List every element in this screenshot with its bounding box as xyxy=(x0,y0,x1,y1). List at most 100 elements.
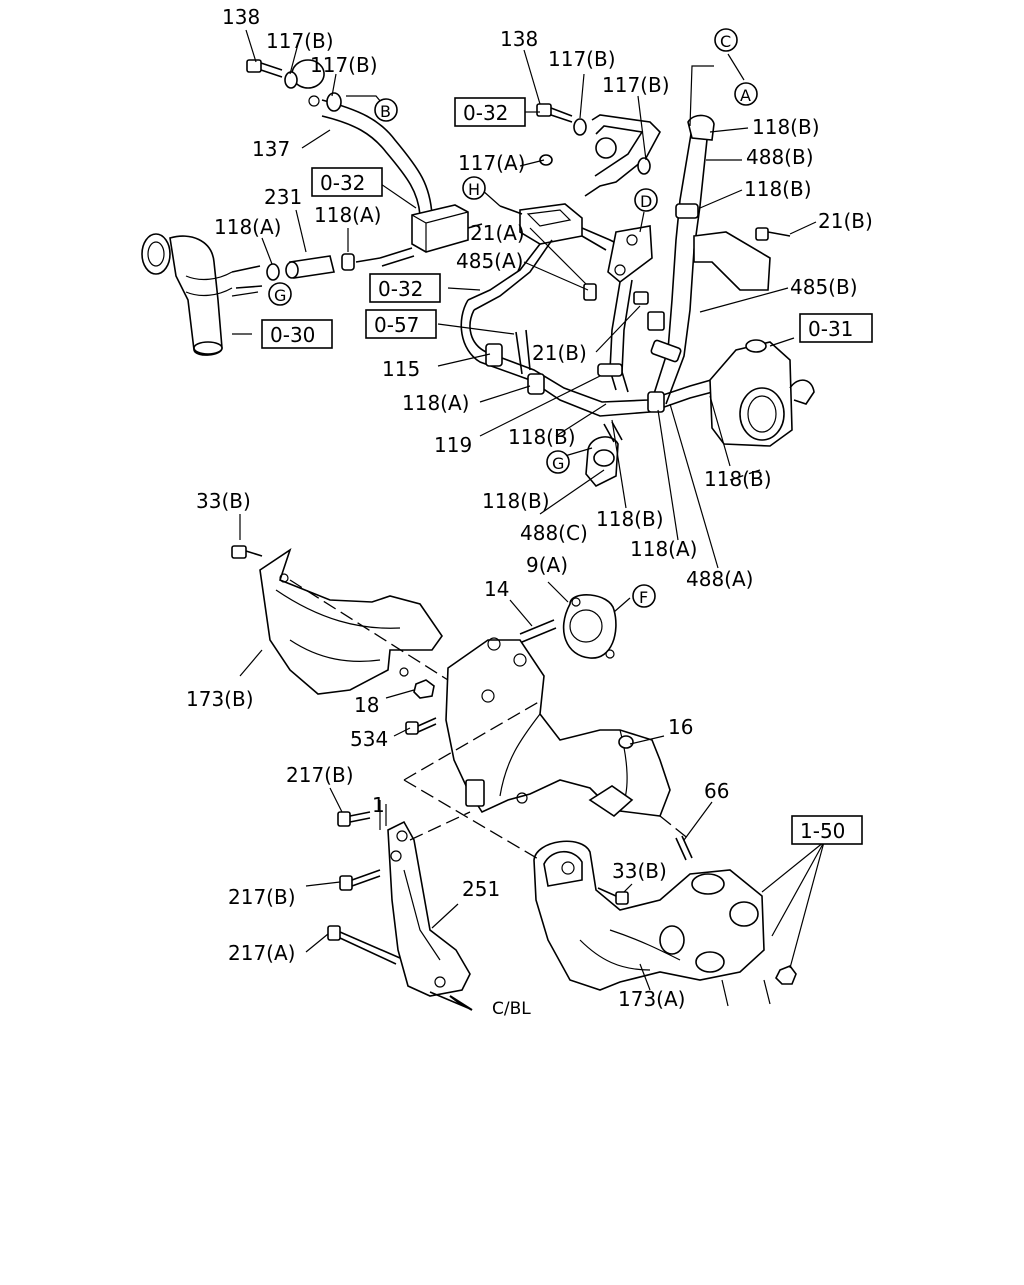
label-231: 231 xyxy=(264,185,302,209)
bolt-33b-lower xyxy=(597,887,629,905)
ref-box-0-32: 0-32 xyxy=(378,277,423,301)
label-117a: 117(A) xyxy=(458,151,525,175)
label-118a: 118(A) xyxy=(314,203,381,227)
label-118b: 118(B) xyxy=(482,489,550,513)
label-9a: 9(A) xyxy=(526,553,568,577)
washer-117b xyxy=(284,71,298,89)
circle-letter-b: B xyxy=(380,102,391,121)
exhaust-manifold-16 xyxy=(445,637,671,818)
washer-117b-3 xyxy=(573,118,587,136)
label-138: 138 xyxy=(222,5,260,29)
label-118b: 118(B) xyxy=(508,425,576,449)
label-117b: 117(B) xyxy=(602,73,670,97)
label-33b: 33(B) xyxy=(612,859,667,883)
bolt-138-top-center xyxy=(536,103,573,123)
label-138: 138 xyxy=(500,27,538,51)
bolt-21b xyxy=(647,311,665,331)
label-118b: 118(B) xyxy=(704,467,772,491)
connector-block-left xyxy=(379,204,483,267)
label-217b: 217(B) xyxy=(228,885,296,909)
circle-letter-c: C xyxy=(720,32,731,51)
water-outlet-fitting xyxy=(141,233,263,356)
washer-117b-2 xyxy=(326,92,342,112)
circle-letter-h: H xyxy=(468,180,480,199)
bolt-21a xyxy=(583,283,597,301)
label-c-bl: C/BL xyxy=(492,999,531,1019)
ref-box-1-50: 1-50 xyxy=(800,819,845,843)
label-217a: 217(A) xyxy=(228,941,295,965)
label-21b: 21(B) xyxy=(818,209,873,233)
circle-letter-g: G xyxy=(274,286,286,305)
label-118a: 118(A) xyxy=(402,391,469,415)
label-118b: 118(B) xyxy=(596,507,664,531)
pipe-115-119 xyxy=(460,299,721,417)
nut-18 xyxy=(413,679,435,699)
pipe-137 xyxy=(291,59,433,216)
leader-lines xyxy=(231,29,825,1007)
label-118b: 118(B) xyxy=(752,115,820,139)
label-118a: 118(A) xyxy=(630,537,697,561)
label-16: 16 xyxy=(668,715,693,739)
ref-box-0-30: 0-30 xyxy=(270,323,315,347)
arrow-cbl xyxy=(449,995,473,1011)
label-18: 18 xyxy=(354,693,379,717)
circle-letter-f: F xyxy=(639,588,648,607)
label-21b: 21(B) xyxy=(532,341,587,365)
label-21a: 21(A) xyxy=(470,221,525,245)
bolt-138-top-left xyxy=(246,59,283,78)
bolt-217a xyxy=(327,925,401,965)
circle-letter-a: A xyxy=(740,86,751,105)
bolt-33b-top xyxy=(231,545,263,559)
label-488a: 488(A) xyxy=(686,567,753,591)
label-137: 137 xyxy=(252,137,290,161)
label-117b: 117(B) xyxy=(310,53,378,77)
label-119: 119 xyxy=(434,433,472,457)
label-488b: 488(B) xyxy=(746,145,814,169)
ref-box-0-32: 0-32 xyxy=(320,171,365,195)
ref-box-0-32: 0-32 xyxy=(463,101,508,125)
label-14: 14 xyxy=(484,577,509,601)
label-173b: 173(B) xyxy=(186,687,254,711)
label-173a: 173(A) xyxy=(618,987,685,1011)
circled-letters: B C A H D G G F xyxy=(268,28,758,608)
label-488c: 488(C) xyxy=(520,521,588,545)
pipe-flange-d xyxy=(607,225,653,284)
reference-boxes: 0-32 0-32 0-32 0-30 0-57 0-31 1-50 xyxy=(261,97,873,845)
label-117b: 117(B) xyxy=(266,29,334,53)
bolt-534 xyxy=(405,717,437,735)
bolt-217b-top xyxy=(337,811,371,827)
label-251: 251 xyxy=(462,877,500,901)
label-117b: 117(B) xyxy=(548,47,616,71)
gasket-9a xyxy=(562,594,617,659)
label-485b: 485(B) xyxy=(790,275,858,299)
arrow-line xyxy=(429,991,469,1009)
clamps-118b xyxy=(597,339,682,377)
bolt-117a xyxy=(539,154,553,166)
label-534: 534 xyxy=(350,727,388,751)
bolt-21b-right xyxy=(755,227,791,241)
bolt-21b-mid xyxy=(633,291,649,305)
phantom-lines xyxy=(289,469,761,861)
label-118b: 118(B) xyxy=(744,177,812,201)
ref-box-0-31: 0-31 xyxy=(808,317,853,341)
bolt-217b-lower xyxy=(339,869,381,891)
water-fitting-0-31 xyxy=(709,339,815,447)
label-115: 115 xyxy=(382,357,420,381)
label-217b: 217(B) xyxy=(286,763,354,787)
heat-shield-173b xyxy=(259,548,443,695)
label-485a: 485(A) xyxy=(456,249,523,273)
ref-box-0-57: 0-57 xyxy=(374,313,419,337)
part-number-labels: 138 117(B) 117(B) 137 231 118(A) 118(A) … xyxy=(186,5,873,1019)
label-1: 1 xyxy=(372,793,385,817)
hose-488c xyxy=(585,421,623,487)
circle-letter-g: G xyxy=(552,454,564,473)
bracket-251 xyxy=(387,820,471,997)
bracket-485b xyxy=(693,231,771,291)
hose-231 xyxy=(266,253,381,281)
circle-letter-d: D xyxy=(640,192,652,211)
label-66: 66 xyxy=(704,779,729,803)
label-33b: 33(B) xyxy=(196,489,251,513)
stud-14 xyxy=(519,619,557,643)
